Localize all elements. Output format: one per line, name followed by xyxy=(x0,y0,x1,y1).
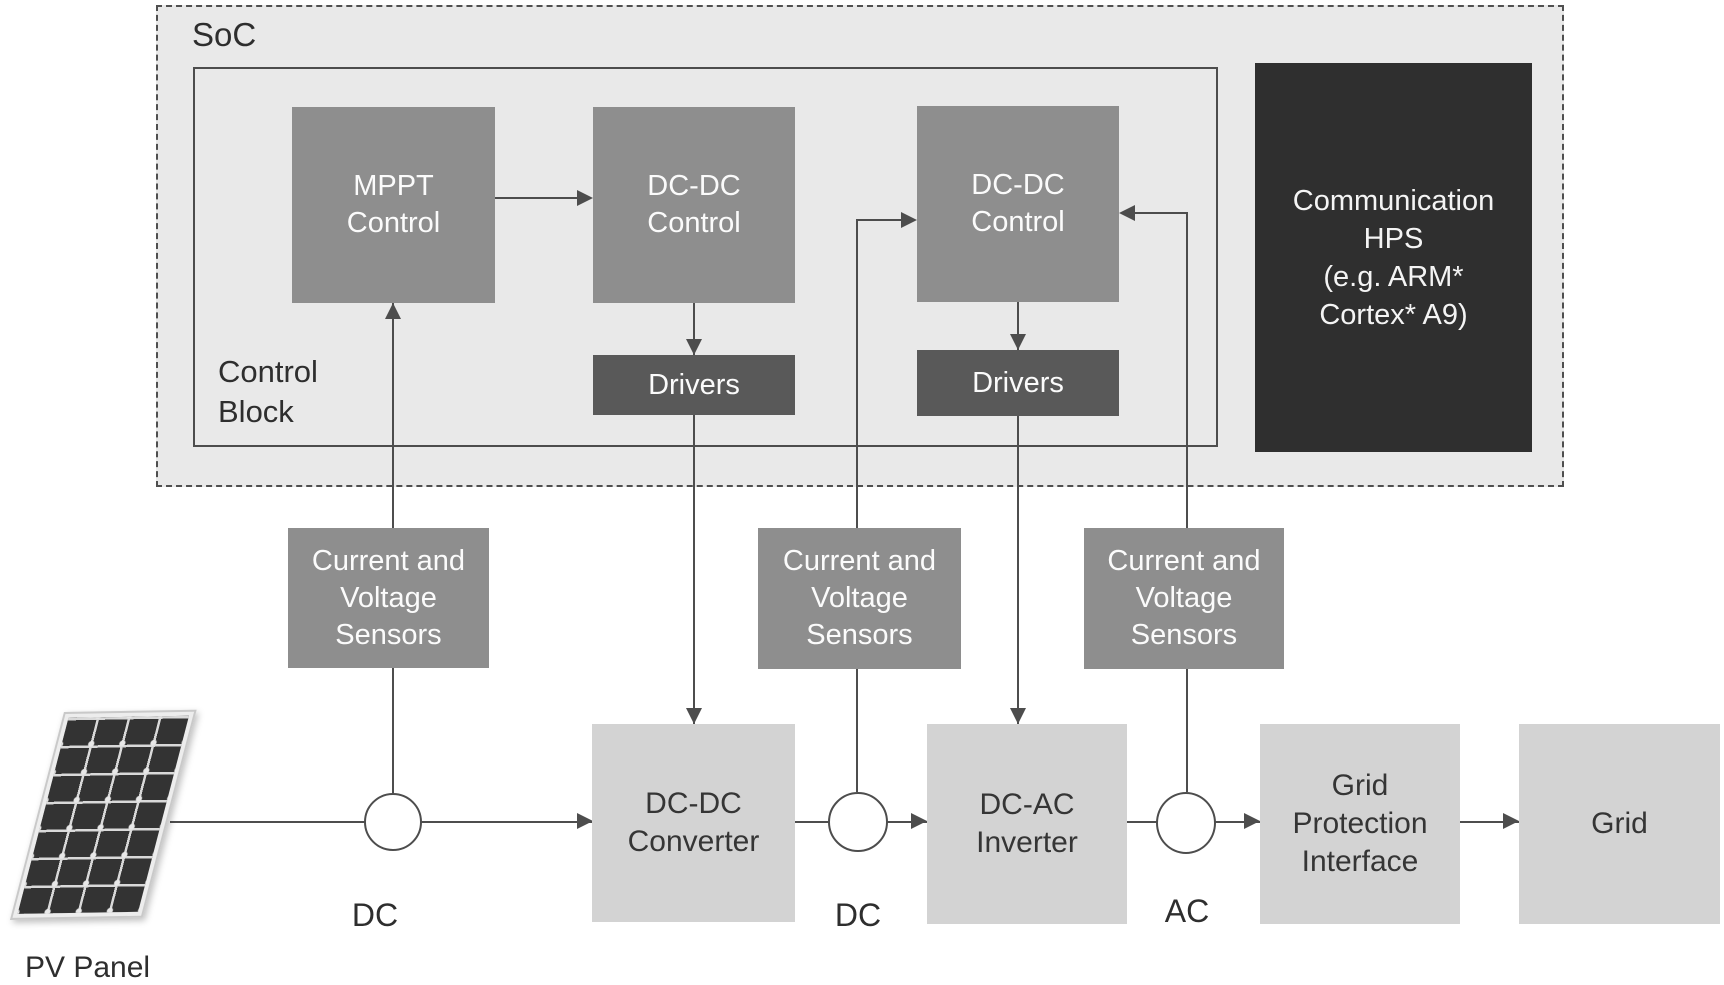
node-drivers-right: Drivers xyxy=(917,350,1119,416)
control-block-label: Control Block xyxy=(218,354,318,429)
line-dcdc-left-down xyxy=(693,303,695,724)
dc-label-link: DC xyxy=(834,897,882,933)
arrowhead-into-grid xyxy=(1503,813,1519,829)
arrowhead-into-dcdc-right-right xyxy=(1119,205,1135,221)
line-sensors-ac-elbow xyxy=(1135,212,1188,214)
arrowhead-into-dcdc-right-left xyxy=(901,212,917,228)
junction-node-dc-pv xyxy=(364,793,422,851)
line-sensors-dc-up xyxy=(856,219,858,792)
control-block-container xyxy=(193,67,1218,447)
pv-panel-label: PV Panel xyxy=(25,951,151,984)
pv-panel-cells xyxy=(17,715,190,914)
line-sensors-dc-elbow xyxy=(856,219,902,221)
node-dcdc-converter: DC-DC Converter xyxy=(592,724,795,922)
line-mppt-to-dcdc xyxy=(495,197,577,199)
pv-panel-icon xyxy=(9,709,197,920)
node-grid-protection-interface: Grid Protection Interface xyxy=(1260,724,1460,924)
arrowhead-into-grid-protection xyxy=(1244,813,1260,829)
node-sensors-dc: Current and Voltage Sensors xyxy=(758,528,961,669)
node-mppt-control: MPPT Control xyxy=(292,107,495,303)
sensors-pv-label: Current and Voltage Sensors xyxy=(311,544,466,651)
sensors-dc-label: Current and Voltage Sensors xyxy=(782,545,937,651)
arrowhead-into-drivers-right xyxy=(1010,334,1026,350)
mppt-control-label: MPPT Control xyxy=(346,170,441,239)
ac-label: AC xyxy=(1164,893,1210,929)
grid-protection-interface-label: Grid Protection Interface xyxy=(1292,769,1428,878)
dcac-inverter-label: DC-AC Inverter xyxy=(976,788,1078,859)
communication-hps-label: Communication HPS (e.g. ARM* Cortex* A9) xyxy=(1292,184,1495,331)
junction-node-ac xyxy=(1156,792,1216,854)
node-dcac-inverter: DC-AC Inverter xyxy=(927,724,1127,924)
sensors-ac-label: Current and Voltage Sensors xyxy=(1107,545,1261,651)
arrowhead-into-dcdc-converter xyxy=(577,813,593,829)
node-dcdc-control-left: DC-DC Control xyxy=(593,107,795,303)
dcdc-converter-label: DC-DC Converter xyxy=(627,787,760,858)
drivers-right-label: Drivers xyxy=(972,366,1064,399)
arrowhead-into-converter xyxy=(686,708,702,724)
dcdc-control-right-label: DC-DC Control xyxy=(971,169,1065,238)
node-sensors-ac: Current and Voltage Sensors xyxy=(1084,528,1284,669)
node-dcdc-control-right: DC-DC Control xyxy=(917,106,1119,302)
line-dcdc-right-down xyxy=(1017,302,1019,724)
grid-label: Grid xyxy=(1591,807,1648,840)
soc-label: SoC xyxy=(192,16,257,53)
node-communication-hps: Communication HPS (e.g. ARM* Cortex* A9) xyxy=(1255,63,1532,452)
drivers-left-label: Drivers xyxy=(648,368,740,401)
arrowhead-into-dcdc-left xyxy=(577,190,593,206)
dc-label-pv: DC xyxy=(351,897,399,933)
arrowhead-into-inverter xyxy=(1010,708,1026,724)
node-drivers-left: Drivers xyxy=(593,355,795,415)
line-sensors-ac-up xyxy=(1186,212,1188,792)
arrowhead-into-mppt xyxy=(385,303,401,319)
arrowhead-into-drivers-left xyxy=(686,339,702,355)
node-sensors-pv: Current and Voltage Sensors xyxy=(288,528,489,668)
junction-node-dc-link xyxy=(828,792,888,852)
arrowhead-into-dcac-inverter xyxy=(911,813,927,829)
node-grid: Grid xyxy=(1519,724,1720,924)
dcdc-control-left-label: DC-DC Control xyxy=(647,170,741,239)
